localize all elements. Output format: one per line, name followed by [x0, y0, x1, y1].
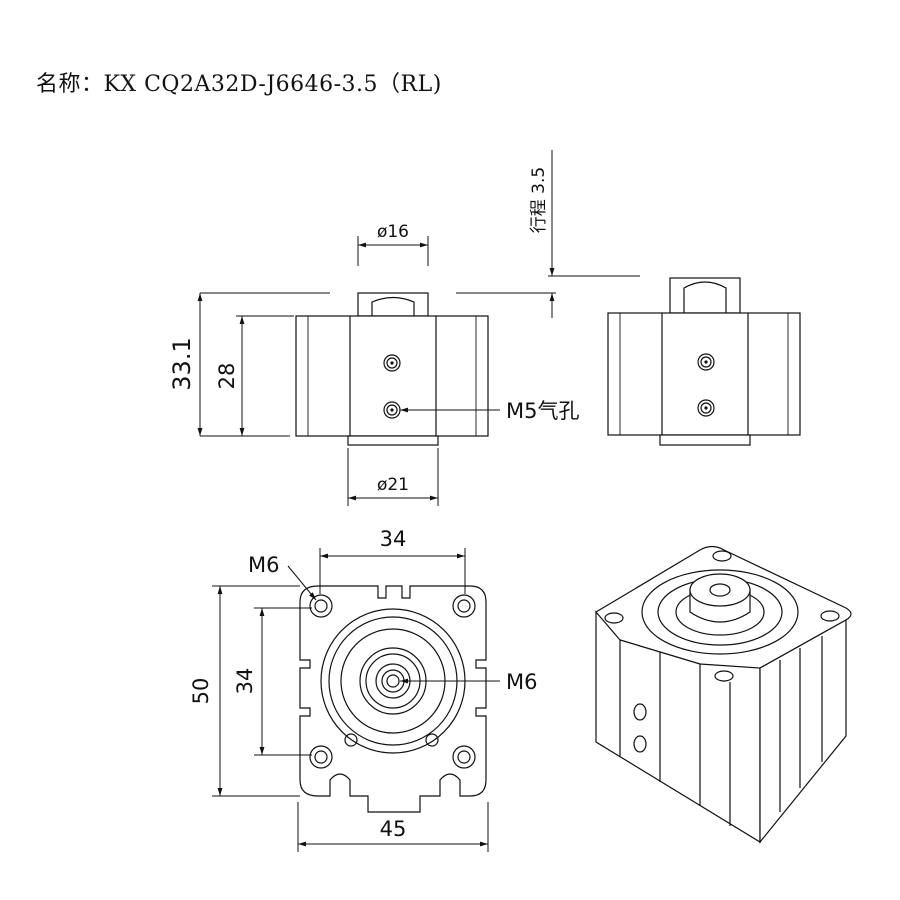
stroke-label: 行程 3.5 — [529, 167, 549, 233]
rod-flat — [371, 296, 415, 316]
total-height-label: 33.1 — [168, 337, 196, 390]
dim-boss-dia — [347, 448, 439, 506]
mount-pitch-h-label: 34 — [380, 527, 407, 551]
dim-body-height — [236, 315, 294, 436]
piston-rod — [357, 292, 429, 317]
bottom-boss — [347, 435, 439, 446]
dim-mount-pitch-v — [254, 607, 312, 756]
port-upper — [383, 354, 401, 372]
rod-thread-label: M6 — [506, 670, 537, 694]
dim-total-height — [197, 293, 290, 437]
mount-pitch-v-label: 34 — [233, 668, 257, 695]
body-height-label: 28 — [215, 363, 239, 390]
rod-dia-label: ø16 — [377, 222, 409, 242]
side-view — [607, 277, 801, 446]
cylinder-body — [295, 315, 489, 437]
drawing-title: 名称：KX CQ2A32D-J6646-3.5（RL) — [36, 72, 442, 97]
dim-rod-dia — [357, 236, 429, 266]
front-view — [295, 292, 489, 446]
mount-hole-label: M6 — [248, 553, 279, 577]
dim-mount-pitch-h — [319, 548, 466, 594]
dim-outer-height — [212, 585, 300, 797]
port-label: M5气孔 — [506, 399, 579, 423]
outer-height-label: 50 — [189, 678, 213, 705]
dim-outer-width — [297, 802, 489, 852]
end-view — [299, 585, 487, 813]
outer-width-label: 45 — [380, 817, 407, 841]
dim-stroke — [200, 150, 640, 318]
boss-dia-label: ø21 — [377, 475, 409, 495]
isometric-view — [595, 545, 852, 844]
mount-hole-leader — [287, 565, 317, 601]
